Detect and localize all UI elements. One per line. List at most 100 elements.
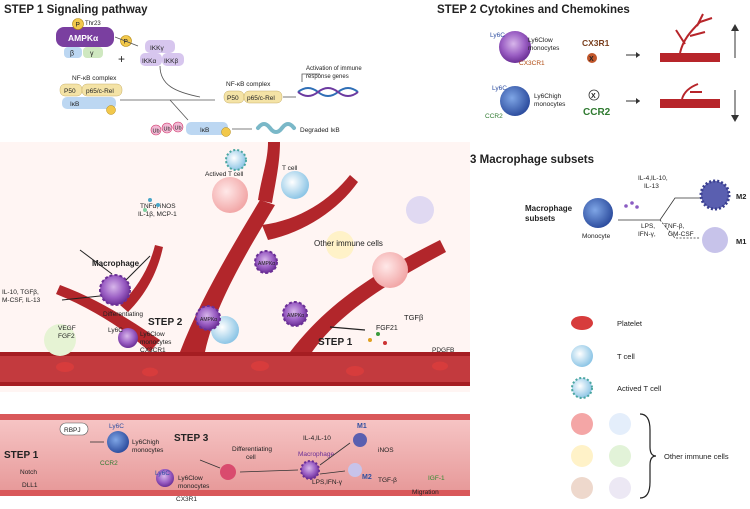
platelet-legend-icon	[571, 316, 593, 330]
subsets-label2: subsets	[525, 214, 556, 223]
bottom-m2: M2	[362, 474, 372, 481]
tnf-label2: IL-1β, MCP-1	[138, 211, 177, 218]
bottom-migration: Migration	[412, 489, 439, 496]
block-x-icon	[587, 53, 597, 63]
cx3cr1-mid-label: CX3CR1	[140, 347, 166, 354]
angiogenesis-branches	[681, 83, 702, 100]
m2-label: M2	[736, 192, 746, 201]
bottom-m1: M1	[357, 423, 367, 430]
cytokine-dot	[368, 338, 372, 342]
cx3cr1-big-label: CX3R1	[582, 38, 610, 48]
cytokine-dot	[383, 341, 387, 345]
activation-line1: Activation of immune	[306, 66, 362, 72]
bottom-inos: iNOS	[378, 447, 394, 454]
bottom-lps: LPS,IFN-γ	[312, 479, 343, 486]
cx3cr1-label: CX3CR1	[519, 60, 545, 67]
red-blood-cell	[346, 366, 364, 376]
tnf-label1: TNFα, iNOS	[140, 203, 176, 210]
low-mid-label2: monocytes	[140, 339, 172, 346]
pdgfb-label: PDGFB	[432, 347, 454, 354]
cytokine-dot	[630, 201, 634, 205]
ikk-gamma-box	[145, 40, 175, 53]
ikb-box-2	[186, 122, 228, 135]
ly6c-label: Ly6C	[490, 32, 505, 39]
t-cell	[281, 171, 309, 199]
ampk-macrophage	[282, 301, 308, 327]
step2-panel: STEP 2 Cytokines and Chemokines Ly6C Ly6…	[437, 4, 739, 122]
monocyte-cell	[583, 198, 613, 228]
notch-label: Notch	[20, 469, 37, 476]
ikb-label: IκB	[70, 101, 79, 108]
actived-t-legend-icon	[571, 377, 593, 399]
activation-line2: response genes	[306, 74, 349, 80]
vegf-label: VEGF	[58, 325, 76, 332]
arrow-line	[61, 295, 101, 301]
bottom-low1: Ly6Clow	[178, 475, 203, 482]
immune-legend-icon	[571, 477, 593, 499]
branch-vessel	[258, 142, 280, 203]
il10-label1: IL-10, TGFβ,	[2, 289, 39, 296]
cytokine-dot	[635, 205, 639, 209]
ampk-mid-label: AMPKα	[287, 313, 304, 319]
arrow-line	[319, 442, 351, 466]
nfkb-complex-label-2: NF-κB complex	[226, 81, 271, 88]
bottom-macrophage	[300, 460, 320, 480]
angiogenesis-branches	[675, 13, 713, 54]
monocyte-label: Monocyte	[582, 233, 611, 240]
step1-signaling-panel: STEP 1 Signaling pathway AMPKα P Thr23 β…	[4, 4, 362, 137]
main-vessel-lumen	[0, 356, 470, 382]
ubiquitin-icon	[172, 121, 184, 133]
ub-label: Ub	[153, 129, 160, 135]
high-monocyte-label1: Ly6Chigh	[534, 93, 562, 100]
legend-brace	[639, 413, 657, 499]
immune-legend-icon	[571, 445, 593, 467]
ampk-macrophage	[254, 250, 278, 274]
bottom-igf: IGF-1	[428, 475, 445, 482]
ikb-label-2: IκB	[200, 127, 209, 134]
ly6c-mid-label: Ly6C	[108, 327, 123, 334]
red-blood-cell	[56, 362, 74, 372]
t-cell-label: T cell	[282, 165, 298, 172]
block-x: X	[589, 56, 594, 63]
arrow-line	[125, 255, 151, 281]
high-monocyte-label2: monocytes	[534, 101, 566, 108]
bottom-ly6c: Ly6C	[109, 423, 124, 430]
ly6c-label-2: Ly6C	[492, 85, 507, 92]
fgf2-label: FGF2	[58, 333, 75, 340]
ikk-beta-box	[162, 53, 184, 66]
red-blood-cell	[142, 367, 158, 377]
plus-sign: +	[118, 52, 125, 66]
vessel-segment	[660, 53, 720, 62]
cytokine-dot	[143, 208, 147, 212]
legend-other: Other immune cells	[664, 452, 729, 461]
thr23-label: Thr23	[85, 21, 101, 27]
tnf-line1: TNF-β,	[664, 223, 685, 230]
bottom-low2: monocytes	[178, 483, 210, 490]
arrow-line	[114, 36, 139, 47]
gamma-box	[83, 47, 103, 58]
bottom-tgfb: TGF-β	[378, 477, 397, 484]
bottom-step1: STEP 1	[4, 450, 39, 461]
arrow-line	[301, 73, 320, 82]
arrow-head	[731, 115, 739, 122]
ccr2-label: CCR2	[485, 113, 503, 120]
actived-t-cell	[225, 149, 247, 171]
dll1-label: DLL1	[22, 482, 38, 489]
immune-legend-icon	[609, 445, 631, 467]
ikb-box	[62, 97, 116, 109]
dna-helix-icon	[297, 87, 359, 97]
step1-title: STEP 1 Signaling pathway	[4, 4, 148, 16]
bottom-ccr2: CCR2	[100, 460, 118, 467]
phospho-circle	[106, 105, 116, 115]
bottom-diff2: cell	[246, 454, 256, 461]
red-blood-cell	[251, 361, 269, 371]
arrow-line	[79, 249, 113, 275]
low-monocyte-label1: Ly6Clow	[528, 37, 553, 44]
bottom-high2: monocytes	[132, 447, 164, 454]
arrow-head	[636, 98, 640, 104]
legend-t-cell: T cell	[617, 352, 635, 361]
p65-label: p65/c-Rel	[247, 95, 275, 102]
bottom-il: IL-4,IL-10	[303, 435, 331, 442]
arrow-line	[159, 65, 201, 98]
